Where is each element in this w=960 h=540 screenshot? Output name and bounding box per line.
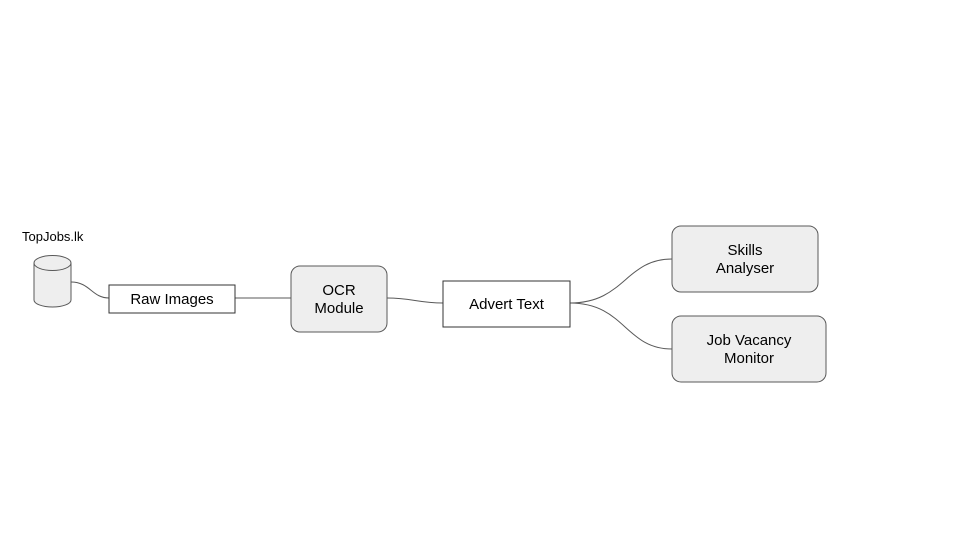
job-vacancy-monitor-label-line-2: Monitor [724, 350, 774, 367]
database-icon [33, 255, 72, 308]
connector-advert-text-to-skills-analyser [569, 258, 673, 304]
skills-analyser-label-line-1: Skills [727, 242, 762, 259]
raw-images-node: Raw Images [108, 284, 236, 314]
database-label: TopJobs.lk [22, 229, 84, 244]
ocr-module-node: OCR Module [290, 265, 388, 333]
ocr-module-label-line-1: OCR [322, 282, 356, 299]
connector-source-to-raw-images [70, 281, 110, 299]
connector-ocr-to-advert-text [386, 297, 444, 304]
job-vacancy-monitor-label-line-1: Job Vacancy [707, 332, 792, 349]
skills-analyser-label-line-2: Analyser [716, 260, 774, 277]
advert-text-node: Advert Text [442, 280, 571, 328]
skills-analyser-node: Skills Analyser [671, 225, 819, 293]
raw-images-label: Raw Images [130, 291, 213, 308]
ocr-module-label-line-2: Module [314, 300, 363, 317]
advert-text-label: Advert Text [469, 296, 545, 313]
connector-advert-text-to-job-vacancy-monitor [569, 302, 673, 350]
job-vacancy-monitor-node: Job Vacancy Monitor [671, 315, 827, 383]
topjobs-database: TopJobs.lk [22, 229, 84, 308]
